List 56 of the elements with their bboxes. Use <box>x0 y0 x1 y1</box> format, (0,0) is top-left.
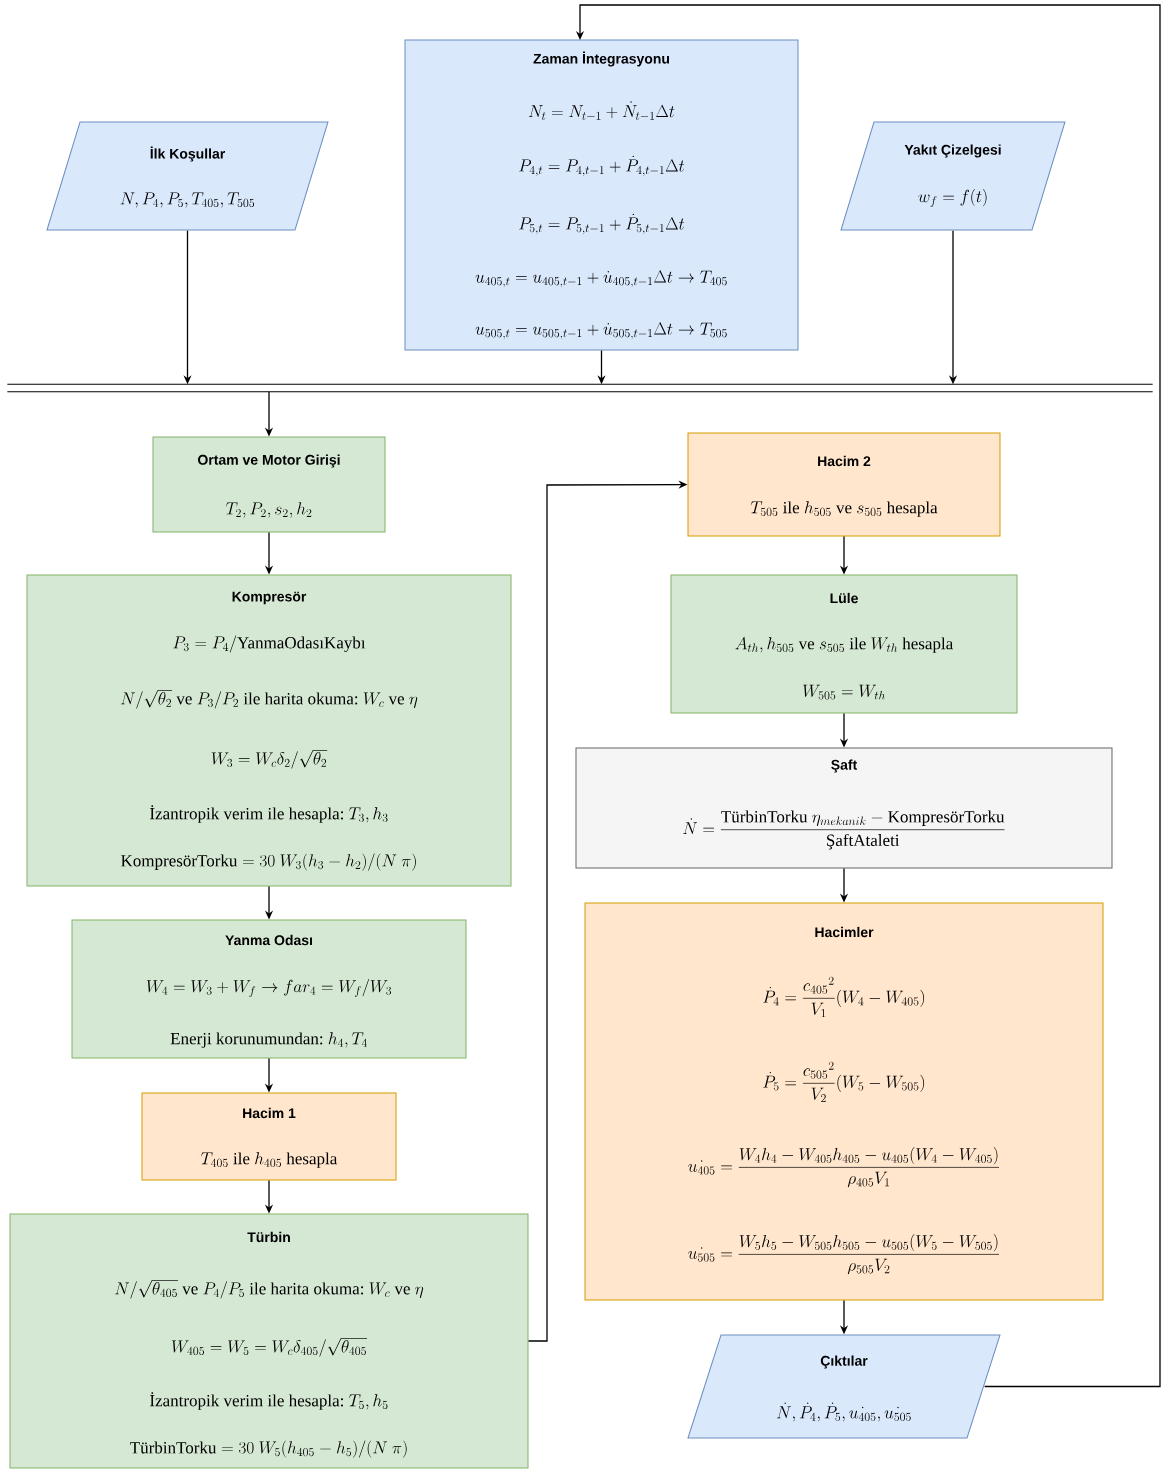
formula: $T_{405}\ \text{ile}\ h_{405}\ \text{hesapla}$ <box>201 1152 338 1168</box>
formula: $W_{505} = W_{th}$ <box>803 684 885 700</box>
box-heading: Çıktılar <box>820 1355 868 1369</box>
formula: $\text{KompresörTorku} = 30\ W_3(h_3 - h_2)/(N\ \pi)$ <box>121 853 416 871</box>
formula: $\dot{N} = \frac{\text{TürbinTorku}\ \eta_{mekanik} - \text{KompresörTorku}}{\text{ŞaftAtaleti}}$ <box>683 810 1005 850</box>
box-heading: Yanma Odası <box>225 934 312 946</box>
process-box <box>670 574 1018 714</box>
box-heading: Yakıt Çizelgesi <box>904 144 1001 158</box>
formula: $N, P_4, P_5, T_{405}, T_{505}$ <box>120 192 255 208</box>
process-box <box>584 902 1104 1301</box>
formula: $N_t = N_{t-1} + \dot{N}_{t-1}\Delta t$ <box>528 101 675 120</box>
formula: $u_{505,t} = u_{505,t-1} + \dot{u}_{505,t-1}\Delta t \rightarrow T_{505}$ <box>475 322 727 340</box>
formula: $\text{İzantropik verim ile hesapla:}\ T_3, h_3$ <box>150 805 388 823</box>
formula: $u_{405,t} = u_{405,t-1} + \dot{u}_{405,t-1}\Delta t \rightarrow T_{405}$ <box>475 270 727 288</box>
data-parallelogram <box>840 121 1066 231</box>
box-heading: Şaft <box>831 759 858 773</box>
data-parallelogram <box>687 1334 1001 1439</box>
box-heading: Hacim 1 <box>243 1107 296 1119</box>
formula: $\text{İzantropik verim ile hesapla:}\ T_5, h_5$ <box>150 1392 388 1410</box>
formula: $P_3 = P_4/\text{YanmaOdasıKaybı}$ <box>173 635 366 653</box>
data-parallelogram <box>46 121 329 231</box>
box-heading: Zaman İntegrasyonu <box>533 51 670 67</box>
process-box <box>575 747 1113 869</box>
box-heading: Ortam ve Motor Girişi <box>198 454 340 468</box>
box-heading: Kompresör <box>232 591 307 605</box>
process-box <box>141 1092 397 1181</box>
formula: $W_4 = W_3 + W_f \rightarrow far_4 = W_f/W_3$ <box>146 979 392 998</box>
box-heading: Hacim 2 <box>818 455 871 467</box>
bus-line <box>6 383 1154 393</box>
formula: $\text{Enerji korunumundan:}\ h_4, T_4$ <box>170 1032 367 1048</box>
formula: $N/\sqrt{\theta_2}\ \text{ve}\ P_3/P_2\ \text{ile harita okuma:}\ W_c\ \text{ve}\ \eta$ <box>120 690 418 709</box>
formula: $W_3 = W_c\delta_2/\sqrt{\theta_2}$ <box>211 750 328 769</box>
process-box <box>687 432 1001 537</box>
process-box <box>404 39 799 351</box>
box-heading: İlk Koşullar <box>150 146 225 162</box>
box-heading: Türbin <box>247 1231 290 1243</box>
box-heading: Hacimler <box>815 926 874 938</box>
formula: $N/\sqrt{\theta_{405}}\ \text{ve}\ P_4/P_5\ \text{ile harita okuma:}\ W_c\ \text{ve}\ \eta$ <box>115 1280 424 1299</box>
process-box <box>152 436 386 533</box>
formula: $W_{405} = W_5 = W_c\delta_{405}/\sqrt{\theta_{405}}$ <box>171 1338 367 1357</box>
formula: $\dot{u_{405}} = \frac{W_4h_4 - W_{405}h_{405} - u_{405}(W_4 - W_{405})}{\rho_{405}V_1}$ <box>688 1147 999 1188</box>
process-box <box>71 919 467 1059</box>
formula: $A_{th}, h_{505}\ \text{ve}\ s_{505}\ \text{ile}\ W_{th}\ \text{hesapla}$ <box>735 636 953 653</box>
process-box <box>26 574 512 887</box>
formula: $P_{5,t} = P_{5,t-1} + \dot{P}_{5,t-1}\Delta t$ <box>519 213 685 235</box>
formula: $\text{TürbinTorku} = 30\ W_5(h_{405} - h_5)/(N\ \pi)$ <box>130 1440 407 1458</box>
formula: $\dot{P}_5 = \frac{{c_{505}}^2}{V_2}(W_5 - W_{505})$ <box>763 1061 925 1103</box>
process-box <box>9 1213 529 1469</box>
formula: $T_{505}\ \text{ile}\ h_{505}\ \text{ve}\ s_{505}\ \text{hesapla}$ <box>750 501 938 517</box>
formula: $\dot{N}, \dot{P_4}, \dot{P_5}, \dot{u_{405}}, \dot{u_{505}}$ <box>776 1402 911 1422</box>
formula: $T_2, P_2, s_2, h_2$ <box>226 502 312 518</box>
formula: $P_{4,t} = P_{4,t-1} + \dot{P}_{4,t-1}\Delta t$ <box>519 155 685 177</box>
box-heading: Lüle <box>830 592 858 604</box>
formula: $w_f = f(t)$ <box>918 189 987 208</box>
formula: $\dot{P}_4 = \frac{{c_{405}}^2}{V_1}(W_4 - W_{405})$ <box>763 976 925 1018</box>
formula: $\dot{u_{505}} = \frac{W_5h_5 - W_{505}h_{505} - u_{505}(W_5 - W_{505})}{\rho_{505}V_2}$ <box>688 1234 999 1275</box>
